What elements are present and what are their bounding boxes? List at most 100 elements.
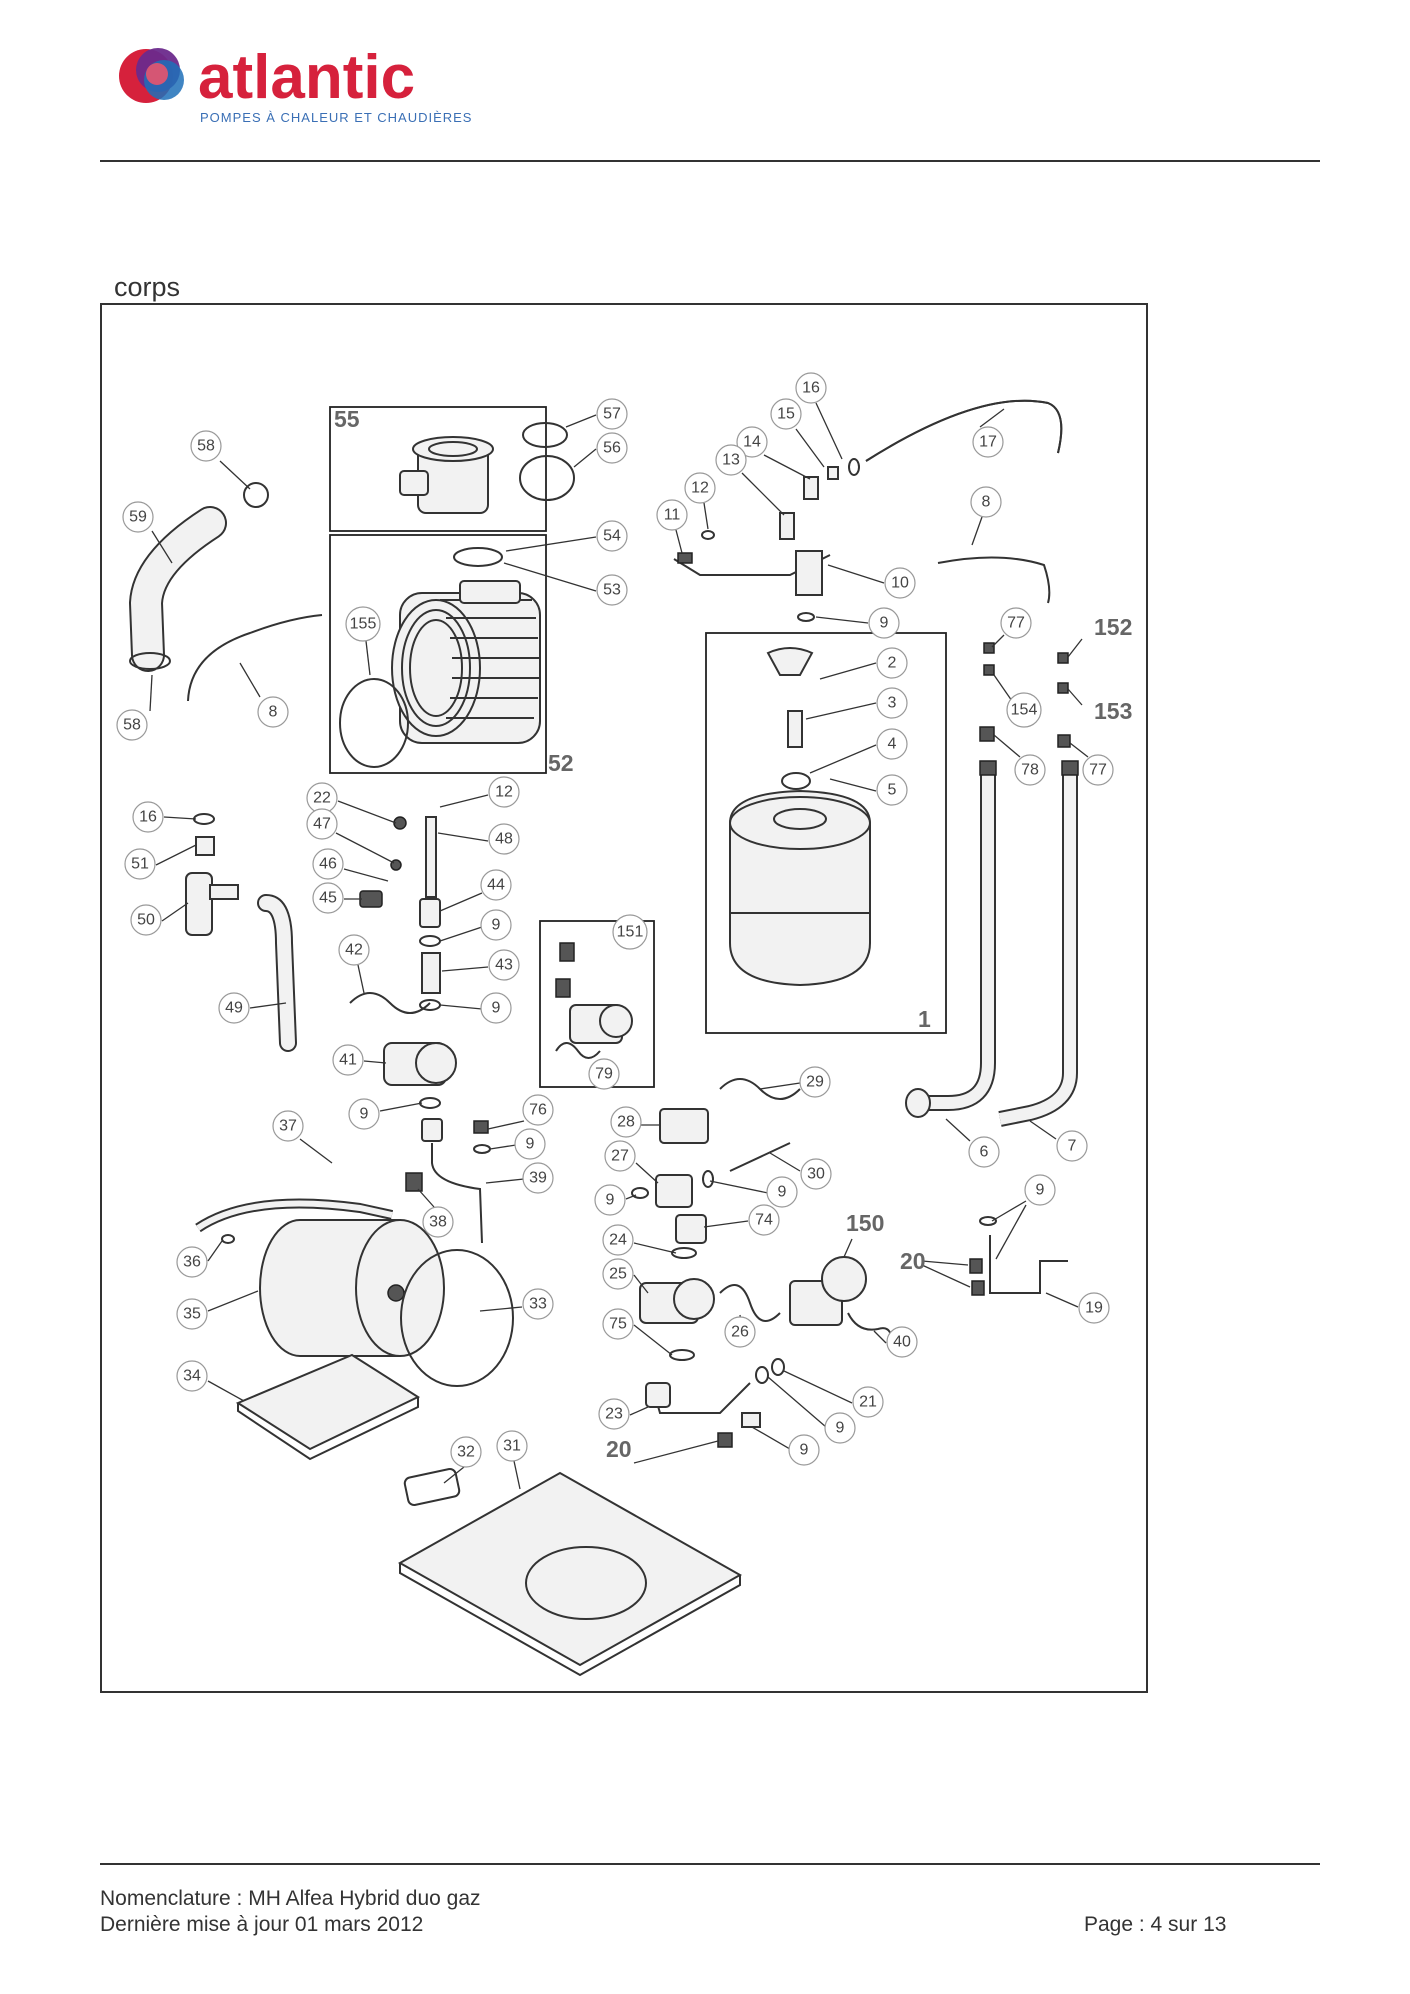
callout-2: 2	[876, 647, 908, 679]
callout-8: 8	[257, 696, 289, 728]
callout-32: 32	[450, 1436, 482, 1468]
callout-label: 21	[859, 1394, 877, 1411]
callout-label: 47	[313, 816, 331, 833]
callout-label: 9	[1036, 1182, 1045, 1199]
diagram-frame	[100, 303, 1148, 1693]
callout-label: 77	[1007, 615, 1025, 632]
assembly-label-150: 150	[846, 1210, 884, 1236]
callout-label: 8	[982, 494, 991, 511]
callout-154: 154	[1006, 692, 1042, 728]
callout-label: 3	[888, 695, 897, 712]
callout-38: 38	[422, 1206, 454, 1238]
callout-label: 14	[743, 434, 761, 451]
callout-15: 15	[770, 398, 802, 430]
callout-label: 9	[778, 1184, 787, 1201]
callout-label: 26	[731, 1324, 749, 1341]
callout-label: 13	[722, 452, 740, 469]
callout-33: 33	[522, 1288, 554, 1320]
subassembly-box-55	[329, 406, 547, 532]
callout-label: 32	[457, 1444, 475, 1461]
callout-6: 6	[968, 1136, 1000, 1168]
subassembly-box-1	[705, 632, 947, 1034]
callout-76: 76	[522, 1094, 554, 1126]
callout-label: 44	[487, 877, 505, 894]
callout-label: 28	[617, 1114, 635, 1131]
callout-58: 58	[116, 709, 148, 741]
callout-label: 30	[807, 1166, 825, 1183]
callout-label: 48	[495, 831, 513, 848]
callout-59: 59	[122, 501, 154, 533]
callout-label: 9	[492, 917, 501, 934]
callout-label: 8	[269, 704, 278, 721]
callout-9: 9	[348, 1098, 380, 1130]
callout-label: 2	[888, 655, 897, 672]
callout-label: 22	[313, 790, 331, 807]
callout-77: 77	[1082, 754, 1114, 786]
callout-46: 46	[312, 848, 344, 880]
callout-58: 58	[190, 430, 222, 462]
callout-12: 12	[684, 472, 716, 504]
callout-49: 49	[218, 992, 250, 1024]
callout-9: 9	[788, 1434, 820, 1466]
assembly-label-152: 152	[1094, 614, 1132, 640]
callout-19: 19	[1078, 1292, 1110, 1324]
footer-divider	[100, 1863, 1320, 1865]
callout-4: 4	[876, 728, 908, 760]
callout-29: 29	[799, 1066, 831, 1098]
assembly-label-55: 55	[334, 406, 360, 432]
callout-155: 155	[345, 606, 381, 642]
callout-label: 151	[617, 924, 644, 941]
fitting-50-part	[185, 813, 239, 936]
pipe-39-part	[405, 1118, 491, 1244]
top-fittings-part	[673, 399, 1063, 622]
valve-cluster-part	[631, 1078, 801, 1259]
assembly-label-153: 153	[1094, 698, 1132, 724]
callout-25: 25	[602, 1258, 634, 1290]
callout-label: 9	[492, 1000, 501, 1017]
callout-label: 4	[888, 736, 897, 753]
callout-label: 9	[360, 1106, 369, 1123]
callout-27: 27	[604, 1140, 636, 1172]
callout-layer: 5859588155575654531615141312111781092345…	[116, 372, 1114, 1468]
callout-21: 21	[852, 1386, 884, 1418]
callout-label: 59	[129, 509, 147, 526]
callout-label: 16	[139, 809, 157, 826]
callout-label: 154	[1011, 702, 1038, 719]
callout-7: 7	[1056, 1130, 1088, 1162]
footer-last-update: Dernière mise à jour 01 mars 2012	[100, 1913, 424, 1936]
callout-9: 9	[480, 992, 512, 1024]
callout-24: 24	[602, 1224, 634, 1256]
burner-head-part	[399, 422, 575, 514]
callout-16: 16	[132, 801, 164, 833]
callout-label: 7	[1068, 1138, 1077, 1155]
callout-43: 43	[488, 949, 520, 981]
footer-nomenclature: Nomenclature : MH Alfea Hybrid duo gaz	[100, 1887, 481, 1910]
callout-label: 58	[123, 717, 141, 734]
callout-17: 17	[972, 426, 1004, 458]
callout-50: 50	[130, 904, 162, 936]
atlantic-logo: atlantic POMPES À CHALEUR ET CHAUDIÈRES	[119, 43, 471, 125]
callout-9: 9	[766, 1176, 798, 1208]
callout-45: 45	[312, 882, 344, 914]
callout-44: 44	[480, 869, 512, 901]
callout-9: 9	[824, 1412, 856, 1444]
hose-59-part	[128, 482, 269, 672]
callout-9: 9	[594, 1184, 626, 1216]
callout-151: 151	[612, 914, 648, 950]
callout-label: 75	[609, 1316, 627, 1333]
callout-36: 36	[176, 1246, 208, 1278]
callout-40: 40	[886, 1326, 918, 1358]
callout-label: 36	[183, 1254, 201, 1271]
expansion-vessel-part	[729, 647, 871, 987]
callout-28: 28	[610, 1106, 642, 1138]
callout-label: 49	[225, 1000, 243, 1017]
callout-13: 13	[715, 444, 747, 476]
callout-9: 9	[480, 909, 512, 941]
callout-label: 17	[979, 434, 997, 451]
cable-8-right-part	[937, 556, 1051, 604]
leader-lines	[149, 402, 1089, 1490]
callout-53: 53	[596, 574, 628, 606]
callout-label: 31	[503, 1438, 521, 1455]
callout-label: 6	[980, 1144, 989, 1161]
